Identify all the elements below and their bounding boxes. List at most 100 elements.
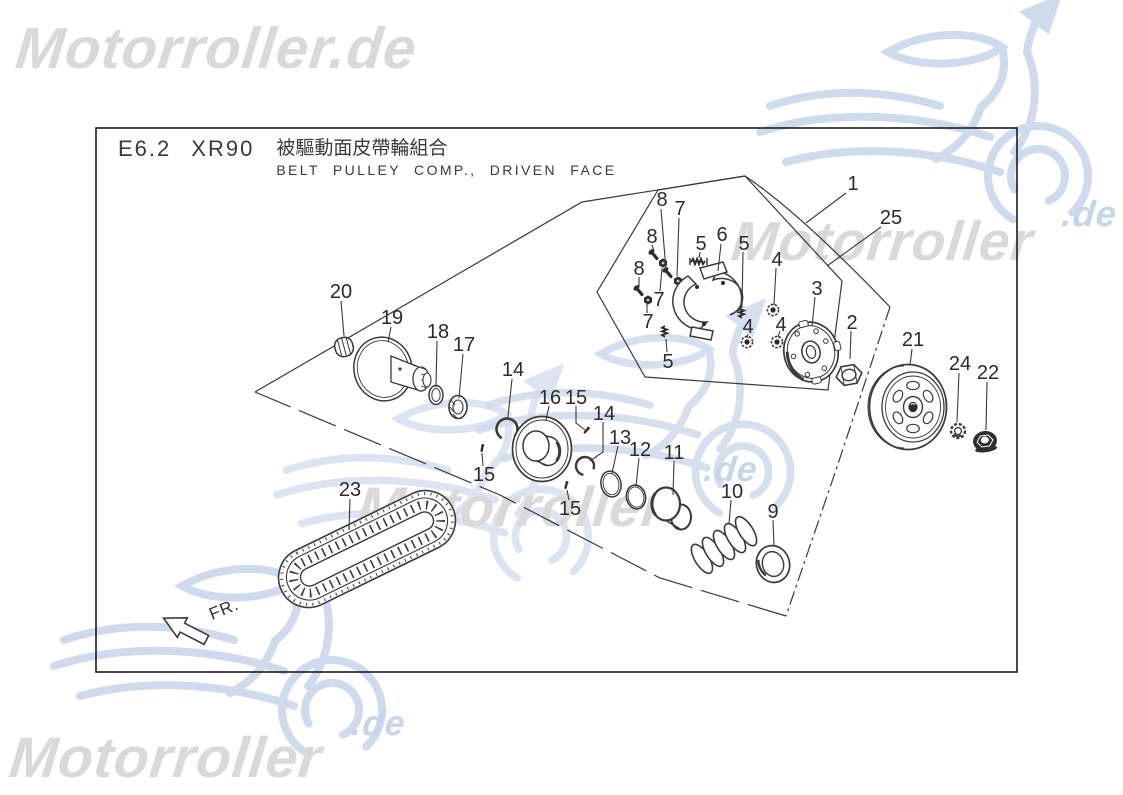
part-21-clutch-drum xyxy=(867,363,948,451)
callout-8: 8 xyxy=(656,189,667,211)
part-4-washer-b xyxy=(740,335,754,349)
callout-5: 5 xyxy=(738,233,749,255)
leader-line-4 xyxy=(746,333,749,339)
callout-13: 13 xyxy=(609,427,631,449)
leader-line-8 xyxy=(651,244,655,252)
part-11-spring-seat xyxy=(650,486,692,531)
part-5-spring-c xyxy=(659,325,670,338)
callout-11: 11 xyxy=(664,442,685,464)
leader-line-6 xyxy=(717,243,722,272)
leader-line-15 xyxy=(566,489,570,501)
section-code: E6.2 xyxy=(118,136,172,161)
part-20-bushing xyxy=(333,336,355,358)
leader-line-22 xyxy=(985,381,988,431)
callout-8: 8 xyxy=(633,258,644,280)
callout-21: 21 xyxy=(902,329,924,351)
part-19-driven-face xyxy=(353,336,432,402)
part-13-ring xyxy=(600,470,622,498)
part-15-pin-c xyxy=(564,481,569,489)
leader-line-4 xyxy=(777,330,781,338)
part-24-serrated-nut xyxy=(949,422,967,440)
callout-4: 4 xyxy=(742,316,753,338)
callout-14: 14 xyxy=(593,403,615,425)
callout-16: 16 xyxy=(539,387,561,409)
callout-3: 3 xyxy=(811,278,822,300)
leader-line-7 xyxy=(659,267,663,292)
leader-line-18 xyxy=(435,340,438,388)
part-4-washers xyxy=(740,303,784,349)
fr-arrow xyxy=(162,617,210,646)
assembly-title-english: BELT PULLEY COMP., DRIVEN FACE xyxy=(276,161,617,178)
callout-4: 4 xyxy=(771,249,782,271)
leader-line-5 xyxy=(741,251,744,308)
leader-line-8 xyxy=(660,208,667,271)
clutch-subassembly-outline xyxy=(596,175,843,391)
leader-line-24 xyxy=(956,372,960,423)
leader-line-5 xyxy=(665,338,668,353)
callout-22: 22 xyxy=(977,362,999,384)
callout-25: 25 xyxy=(880,207,902,229)
leader-line-15 xyxy=(575,406,586,431)
part-5-spring-a xyxy=(689,256,708,267)
leader-line-16 xyxy=(545,405,550,421)
part-16-movable-face xyxy=(511,415,573,483)
part-6-clutch-shoes xyxy=(672,261,744,341)
callout-5: 5 xyxy=(695,233,706,255)
leader-line-3 xyxy=(811,296,816,327)
leader-line-17 xyxy=(458,353,464,399)
callout-7: 7 xyxy=(653,289,664,311)
part-15-pin-a xyxy=(480,443,485,453)
leader-line-23 xyxy=(348,498,351,531)
leader-line-4 xyxy=(773,267,777,306)
part-8-bolt-b xyxy=(662,267,673,279)
callout-15: 15 xyxy=(565,387,587,409)
part-4-washer-a xyxy=(766,303,780,317)
callout-9: 9 xyxy=(767,501,778,523)
leader-line-1 xyxy=(805,192,847,224)
part-8-bolts xyxy=(633,249,673,297)
part-8-bolt-a xyxy=(648,249,659,261)
callout-23: 23 xyxy=(339,479,361,501)
assembly-title-chinese: 被驅動面皮帶輪組合 xyxy=(276,137,448,159)
part-23-v-belt xyxy=(277,489,457,609)
callout-6: 6 xyxy=(716,224,727,246)
leader-line-2 xyxy=(849,330,852,360)
part-7-nuts xyxy=(644,258,682,305)
part-2-nut xyxy=(835,363,863,387)
leader-line-5 xyxy=(698,251,701,259)
callout-2: 2 xyxy=(846,312,857,334)
leader-line-11 xyxy=(672,460,675,496)
part-14-circlip-right xyxy=(574,455,596,477)
leader-line-7 xyxy=(676,217,680,277)
callout-15: 15 xyxy=(473,464,495,486)
leader-line-19 xyxy=(387,326,392,343)
callout-5: 5 xyxy=(662,351,673,373)
leader-line-13 xyxy=(611,445,619,474)
leader-line-14 xyxy=(507,378,513,418)
part-9-collar xyxy=(755,544,791,584)
callout-8: 8 xyxy=(646,226,657,248)
callout-1: 1 xyxy=(847,173,858,195)
leader-line-9 xyxy=(772,519,775,547)
callout-7: 7 xyxy=(642,311,653,333)
drawing-border xyxy=(95,127,1018,673)
part-3-drive-plate xyxy=(782,319,842,385)
callout-19: 19 xyxy=(381,307,403,329)
leader-line-21 xyxy=(909,348,913,366)
part-4-washer-c xyxy=(770,335,784,349)
part-22-lock-nut xyxy=(973,430,998,453)
callout-7: 7 xyxy=(674,198,685,220)
leader-line-14 xyxy=(589,422,604,462)
callout-12: 12 xyxy=(629,439,651,461)
part-18-washer xyxy=(428,384,444,406)
leader-line-20 xyxy=(340,300,345,337)
part-17-seal-ring xyxy=(448,394,468,420)
callout-24: 24 xyxy=(949,353,971,375)
leader-line-12 xyxy=(635,457,640,487)
model-code: XR90 xyxy=(191,136,255,161)
part-8-bolt-c xyxy=(633,285,644,297)
callout-20: 20 xyxy=(330,281,352,303)
part-10-spring xyxy=(690,515,758,575)
